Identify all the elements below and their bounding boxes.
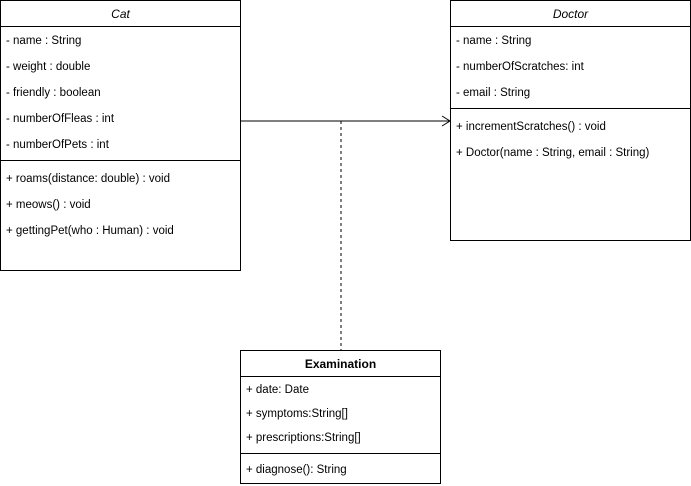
class-cat-method[interactable]: + gettingPet(who : Human) : void	[6, 225, 174, 237]
class-cat-methods: + roams(distance: double) : void + meows…	[1, 161, 240, 270]
class-doctor-method[interactable]: + Doctor(name : String, email : String)	[456, 147, 650, 159]
class-cat-attribute[interactable]: - numberOfPets : int	[6, 139, 109, 151]
class-cat-method[interactable]: + meows() : void	[6, 199, 91, 211]
class-examination-method[interactable]: + diagnose(): String	[246, 464, 347, 476]
class-examination-attribute[interactable]: + symptoms:String[]	[246, 408, 348, 420]
class-cat-title: Cat	[1, 1, 240, 27]
class-cat-attribute[interactable]: - friendly : boolean	[6, 87, 101, 99]
class-examination-attributes: + date: Date + symptoms:String[] + presc…	[241, 377, 440, 454]
class-examination-attribute[interactable]: + date: Date	[246, 384, 309, 396]
class-doctor-method[interactable]: + incrementScratches() : void	[456, 121, 606, 133]
class-doctor-attribute[interactable]: - name : String	[456, 35, 532, 47]
class-cat-attribute[interactable]: - weight : double	[6, 61, 91, 73]
class-examination[interactable]: Examination + date: Date + symptoms:Stri…	[240, 350, 441, 484]
class-doctor[interactable]: Doctor - name : String - numberOfScratch…	[450, 0, 691, 241]
class-cat-attributes: - name : String - weight : double - frie…	[1, 27, 240, 161]
class-examination-attribute[interactable]: + prescriptions:String[]	[246, 432, 361, 444]
class-examination-title: Examination	[241, 351, 440, 377]
class-doctor-methods: + incrementScratches() : void + Doctor(n…	[451, 109, 690, 240]
class-cat-method[interactable]: + roams(distance: double) : void	[6, 173, 170, 185]
class-doctor-attribute[interactable]: - email : String	[456, 87, 531, 99]
class-doctor-attribute[interactable]: - numberOfScratches: int	[456, 61, 584, 73]
class-doctor-attributes: - name : String - numberOfScratches: int…	[451, 27, 690, 109]
class-cat-attribute[interactable]: - name : String	[6, 35, 82, 47]
class-cat[interactable]: Cat - name : String - weight : double - …	[0, 0, 241, 271]
class-doctor-title: Doctor	[451, 1, 690, 27]
class-cat-attribute[interactable]: - numberOfFleas : int	[6, 113, 115, 125]
class-examination-methods: + diagnose(): String	[241, 454, 440, 483]
